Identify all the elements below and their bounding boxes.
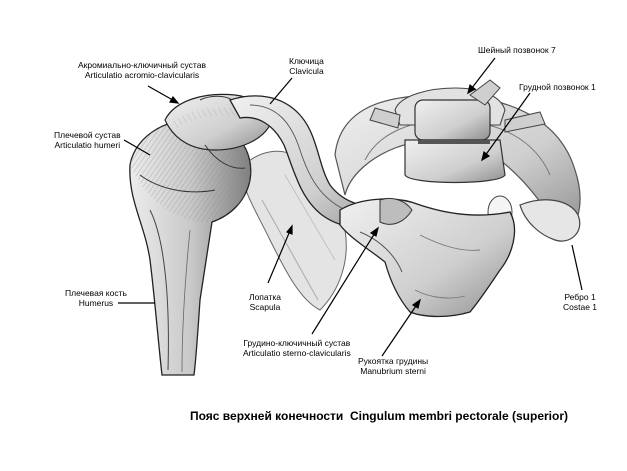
- label-acromioclavicular-la: Articulatio acromio-clavicularis: [84, 70, 200, 80]
- label-thoracic-ru: Грудной позвонок 1: [519, 82, 596, 92]
- humerus: [129, 118, 252, 376]
- label-scapula-la: Scapula: [249, 302, 281, 312]
- label-manubrium-la: Manubrium sterni: [360, 366, 426, 376]
- label-thoracic-vertebra: Грудной позвонок 1: [519, 82, 596, 92]
- label-shoulder-la: Articulatio humeri: [54, 140, 121, 150]
- label-sternoclavicular-joint: Грудино-ключичный сустав Articulatio ste…: [243, 338, 351, 358]
- label-manubrium: Рукоятка грудины Manubrium sterni: [358, 356, 428, 376]
- label-humerus: Плечевая кость Humerus: [65, 288, 127, 308]
- label-cervical-ru: Шейный позвонок 7: [478, 45, 556, 55]
- label-humerus-ru: Плечевая кость: [65, 288, 127, 298]
- leader-lines: [118, 57, 583, 357]
- figure-caption: Пояс верхней конечности Cingulum membri …: [190, 409, 568, 423]
- label-sternoclavicular-ru: Грудино-ключичный сустав: [243, 338, 351, 348]
- label-sternoclavicular-la: Articulatio sterno-clavicularis: [243, 348, 351, 358]
- manubrium-sterni: [339, 197, 516, 318]
- label-scapula: Лопатка Scapula: [249, 292, 281, 312]
- label-shoulder-joint: Плечевой сустав Articulatio humeri: [54, 130, 121, 150]
- label-acromioclavicular-ru: Акромиально-ключичный сустав: [78, 60, 206, 70]
- label-rib-ru: Ребро 1: [564, 292, 596, 302]
- label-shoulder-ru: Плечевой сустав: [54, 130, 121, 140]
- caption-la: Cingulum membri pectorale (superior): [349, 409, 569, 423]
- scapula: [239, 150, 347, 311]
- label-cervical-vertebra: Шейный позвонок 7: [478, 45, 556, 55]
- label-clavicle-la: Clavicula: [289, 66, 324, 76]
- label-clavicle-ru: Ключица: [289, 56, 324, 66]
- caption-ru: Пояс верхней конечности: [190, 409, 344, 423]
- label-scapula-ru: Лопатка: [249, 292, 281, 302]
- label-manubrium-ru: Рукоятка грудины: [358, 356, 429, 366]
- label-clavicle: Ключица Clavicula: [289, 56, 324, 76]
- label-rib-la: Costae 1: [563, 302, 598, 312]
- label-acromioclavicular-joint: Акромиально-ключичный сустав Articulatio…: [78, 60, 206, 80]
- label-humerus-la: Humerus: [78, 298, 114, 308]
- label-rib: Ребро 1 Costae 1: [563, 292, 597, 312]
